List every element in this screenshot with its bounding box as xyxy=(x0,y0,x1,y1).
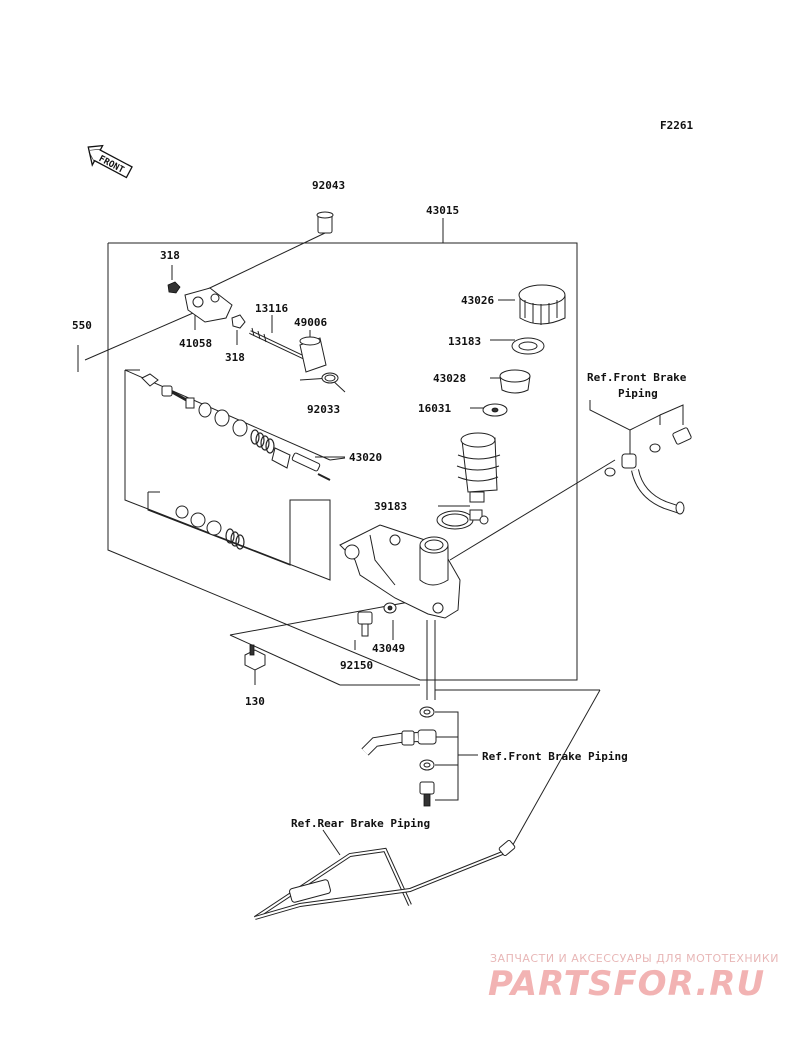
label-16031: 16031 xyxy=(418,402,451,415)
part-master-cylinder-body xyxy=(339,524,461,619)
part-43028-diaphragm xyxy=(499,369,531,394)
assembly-frame-43015 xyxy=(107,218,578,681)
rear-brake-piping xyxy=(253,829,516,920)
part-43020-seal-set xyxy=(175,505,245,550)
part-13116-push-rod xyxy=(249,327,306,360)
label-13116: 13116 xyxy=(255,302,288,315)
ref-front-brake-top-line1: Ref.Front Brake xyxy=(587,371,687,384)
label-318-a: 318 xyxy=(160,249,180,262)
label-39183: 39183 xyxy=(374,500,407,513)
part-92043-pin xyxy=(316,211,334,234)
ref-rear-brake: Ref.Rear Brake Piping xyxy=(291,817,430,830)
label-43026: 43026 xyxy=(461,294,494,307)
part-318-nut-2 xyxy=(231,314,246,329)
label-43020: 43020 xyxy=(349,451,382,464)
part-43026-reservoir-cap xyxy=(518,284,566,325)
ref-front-brake-top-line2: Piping xyxy=(618,387,658,400)
watermark: ЗАПЧАСТИ И АКСЕССУАРЫ ДЛЯ МОТОТЕХНИКИ PA… xyxy=(488,952,779,1004)
label-43015: 43015 xyxy=(426,204,459,217)
part-130-bolt xyxy=(244,644,266,671)
label-130: 130 xyxy=(245,695,265,708)
label-41058: 41058 xyxy=(179,337,212,350)
label-92033: 92033 xyxy=(307,403,340,416)
part-43020-piston-set xyxy=(141,373,331,481)
label-550: 550 xyxy=(72,319,92,332)
watermark-tagline: ЗАПЧАСТИ И АКСЕССУАРЫ ДЛЯ МОТОТЕХНИКИ xyxy=(490,952,779,965)
label-92150: 92150 xyxy=(340,659,373,672)
front-brake-piping-mid-assembly xyxy=(361,706,478,807)
reference-labels: Ref.Front Brake Piping Ref.Front Brake P… xyxy=(291,371,687,830)
part-39183-clamp xyxy=(436,509,489,530)
part-92150-bolt xyxy=(357,611,373,637)
leader-lines xyxy=(77,232,616,851)
part-43049-washer xyxy=(383,602,397,614)
figure-code: F2261 xyxy=(660,119,693,132)
label-13183: 13183 xyxy=(448,335,481,348)
part-reservoir-bellows xyxy=(456,432,501,503)
part-16031-float xyxy=(482,403,508,417)
part-49006-boot xyxy=(299,336,327,373)
assembly-frame-43020 xyxy=(124,369,346,581)
label-318-b: 318 xyxy=(225,351,245,364)
part-labels: 92043 43015 318 550 13116 49006 41058 31… xyxy=(72,179,494,708)
part-92033-circlip xyxy=(321,372,339,384)
label-92043: 92043 xyxy=(312,179,345,192)
front-arrow-icon: FRONT xyxy=(87,144,133,179)
front-brake-piping-top-assembly xyxy=(589,400,692,515)
watermark-brand: PARTSFOR.RU xyxy=(488,964,765,1004)
part-13183-plate xyxy=(511,337,545,355)
ref-front-brake-mid: Ref.Front Brake Piping xyxy=(482,750,628,763)
part-41058-clevis xyxy=(184,287,233,323)
label-43028: 43028 xyxy=(433,372,466,385)
label-43049: 43049 xyxy=(372,642,405,655)
label-49006: 49006 xyxy=(294,316,327,329)
part-318-nut xyxy=(167,281,181,294)
